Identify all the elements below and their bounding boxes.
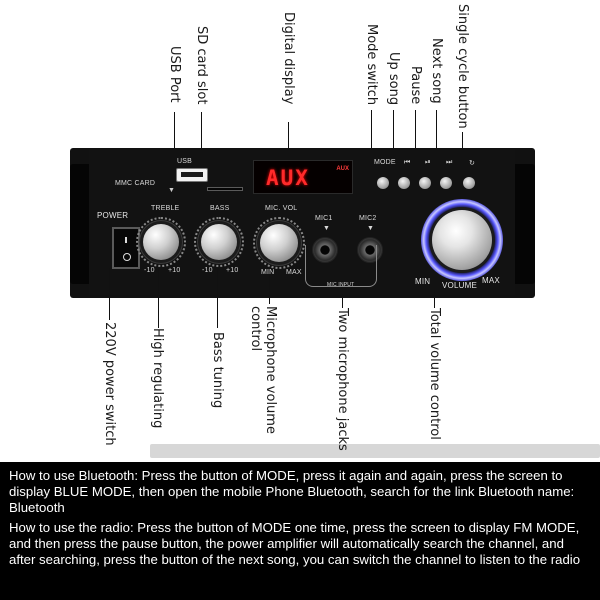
product-photo: USB Port SD card slot Digital display Mo… [70,4,600,458]
usb-port[interactable] [176,168,208,182]
bass-text: BASS [210,205,230,212]
label-high-regulating: High regulating [150,328,165,429]
volume-knob[interactable] [432,210,492,270]
play-pause-icon: ⏯ [425,159,431,166]
pause-button[interactable] [419,177,431,189]
arrow-down-icon: ▼ [168,187,175,194]
right-handle [511,164,535,284]
mic-volume-knob[interactable] [260,224,298,262]
bass-max-text: +10 [226,267,239,274]
repeat-icon: ↻ [469,160,476,167]
label-mode-switch: Mode switch [364,24,379,106]
leader-line-usb-port [174,112,175,164]
mic-vol-scale [253,217,305,269]
mode-text: MODE [374,159,396,166]
arrow-down-icon: ▼ [323,225,331,232]
mic-vol-min-text: MIN [261,269,275,276]
instructions-panel: How to use Bluetooth: Press the button o… [0,462,600,600]
power-text: POWER [97,211,129,220]
amplifier-base [150,444,600,458]
mic2-text: MIC2 [359,215,377,222]
label-bass-tuning: Bass tuning [210,332,225,409]
arrow-down-icon: ▼ [367,225,375,232]
leader-line-next-song [436,110,437,160]
mmc-card-text: MMC CARD [115,180,156,187]
front-panel: USB MMC CARD ▼ AUX AUX MODE ⏮ ⏯ ⏭ ↻ POWE… [89,149,515,295]
prev-track-icon: ⏮ [404,159,411,166]
treble-scale [136,217,186,267]
usb-text: USB [177,158,192,165]
amplifier-unit: USB MMC CARD ▼ AUX AUX MODE ⏮ ⏯ ⏭ ↻ POWE… [70,148,600,458]
mic-input-text: MIC INPUT [327,282,355,288]
label-two-microphone-jacks: Two microphone jacks [335,308,350,451]
treble-max-text: +10 [168,267,181,274]
up-song-button[interactable] [398,177,410,189]
label-pause: Pause [408,66,423,105]
volume-text: VOLUME [442,281,477,290]
radio-instructions: How to use the radio: Press the button o… [9,520,581,567]
mic-vol-text: MIC. VOL [265,205,298,212]
single-cycle-button[interactable] [463,177,475,189]
label-usb-port: USB Port [167,46,182,103]
leader-line-single-cycle-button [462,132,463,160]
label-next-song: Next song [429,38,444,104]
leader-line-bass-tuning [217,268,218,328]
leader-line-power-switch [109,268,110,320]
mic1-jack[interactable] [312,237,338,263]
power-switch[interactable] [112,227,140,269]
label-total-volume-control: Total volume control [427,308,442,440]
label-power-switch: 220V power switch [102,322,117,446]
display-readout: AUX [266,166,310,190]
next-song-button[interactable] [440,177,452,189]
mic1-text: MIC1 [315,215,333,222]
leader-line-mode-switch [371,110,372,160]
label-mic-volume-control: Microphone volume control [248,306,278,434]
leader-line-up-song [393,110,394,160]
next-track-icon: ⏭ [446,159,453,166]
label-single-cycle-button: Single cycle button [455,4,470,129]
label-up-song: Up song [386,52,401,106]
mic-jack-bracket [305,245,377,287]
bluetooth-instructions: How to use Bluetooth: Press the button o… [9,468,575,515]
mode-button[interactable] [377,177,389,189]
leader-line-mic-jacks [342,294,343,308]
treble-text: TREBLE [151,205,180,212]
treble-min-text: -10 [144,267,155,274]
leader-line-digital-display [288,122,289,160]
label-sd-card-slot: SD card slot [194,26,209,105]
volume-min-text: MIN [415,277,431,286]
digital-display: AUX AUX [253,160,353,194]
leader-line-high-regulating [158,268,159,328]
bass-scale [194,217,244,267]
volume-max-text: MAX [482,276,500,285]
label-digital-display: Digital display [281,12,296,105]
bass-knob[interactable] [201,224,237,260]
leader-line-total-volume [434,290,435,308]
leader-line-mic-volume [269,274,270,304]
treble-knob[interactable] [143,224,179,260]
bass-min-text: -10 [202,267,213,274]
leader-line-pause [415,110,416,160]
sd-card-slot[interactable] [207,187,243,191]
mic-vol-max-text: MAX [286,269,302,276]
display-mode-tag: AUX [336,166,349,172]
